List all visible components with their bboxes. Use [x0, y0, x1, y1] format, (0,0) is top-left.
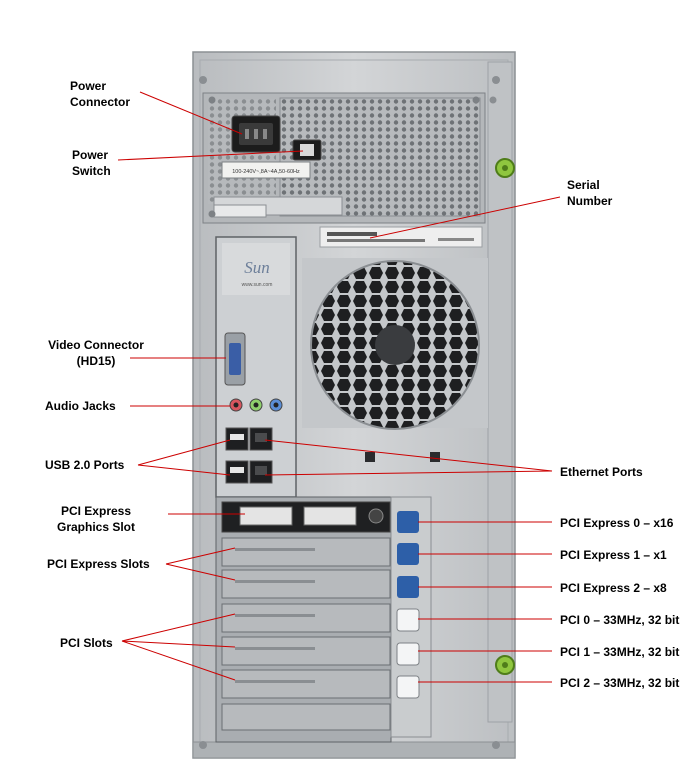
label-ethernet-ports: Ethernet Ports	[560, 465, 643, 479]
sun-url-text: www.sun.com	[242, 282, 273, 288]
callout-line-pci-slots-1	[121, 613, 236, 642]
label-power-connector-line1: Power	[70, 79, 107, 93]
callout-line-ethernet-upper	[264, 439, 553, 472]
label-power-switch-line1: Power	[72, 148, 109, 162]
ethernet-ports[interactable]	[249, 427, 273, 484]
pci2-badge	[396, 675, 420, 699]
callout-line-power-switch	[117, 150, 304, 161]
label-power-connector: Power Connector	[70, 78, 130, 110]
label-video-connector-line1: Video Connector	[48, 338, 144, 352]
pcie2-badge	[397, 576, 419, 598]
label-power-switch: Power Switch	[72, 147, 111, 179]
label-power-switch-line2: Switch	[72, 164, 111, 178]
callout-line-ethernet-lower	[264, 470, 553, 476]
green-thumbscrew-top[interactable]	[495, 158, 515, 178]
callout-line-usb-lower	[137, 464, 231, 476]
label-video-connector-line2: (HD15)	[76, 354, 116, 368]
label-usb-ports: USB 2.0 Ports	[45, 458, 125, 472]
label-pci1: PCI 1 – 33MHz, 32 bit	[560, 645, 680, 659]
label-power-connector-line2: Connector	[70, 95, 130, 109]
label-pci-slots: PCI Slots	[60, 636, 113, 650]
pci-express-slot-covers[interactable]	[221, 537, 391, 599]
label-video-connector: Video Connector (HD15)	[36, 337, 156, 369]
label-pcie1: PCI Express 1 – x1	[560, 548, 667, 562]
video-connector-hd15[interactable]	[224, 332, 246, 386]
serial-number-label	[319, 226, 483, 248]
callout-line-pci-slots-3	[121, 640, 236, 681]
power-connector[interactable]	[231, 115, 281, 153]
callout-lines	[117, 91, 561, 683]
pcie1-badge	[397, 543, 419, 565]
callout-line-serial-number	[369, 196, 561, 239]
usb-ports[interactable]	[225, 427, 249, 484]
power-supply	[202, 92, 486, 224]
label-serial-number-line2: Number	[567, 194, 613, 208]
label-pcie-graphics-slot: PCI Express Graphics Slot	[44, 503, 148, 535]
pcie0-badge	[397, 511, 419, 533]
label-pcie0: PCI Express 0 – x16	[560, 516, 674, 530]
label-audio-jacks: Audio Jacks	[45, 399, 116, 413]
label-pci2: PCI 2 – 33MHz, 32 bit	[560, 676, 680, 690]
psu-rating-label: 100-240V~,8A~4A,50-60Hz	[221, 161, 311, 179]
sun-logo-text: Sun	[244, 258, 270, 277]
callout-line-usb-upper	[137, 439, 231, 466]
psu-rating-text: 100-240V~,8A~4A,50-60Hz	[232, 169, 300, 175]
label-pcie-graphics-slot-line1: PCI Express	[60, 504, 132, 518]
callout-line-pci-slots-2	[121, 640, 236, 648]
label-serial-number: Serial Number	[567, 177, 612, 209]
pci1-badge	[396, 642, 420, 666]
green-thumbscrew-bottom[interactable]	[495, 655, 515, 675]
label-pcie2: PCI Express 2 – x8	[560, 581, 667, 595]
slot-badges	[396, 511, 420, 699]
power-switch[interactable]	[292, 139, 322, 161]
pci-express-graphics-slot[interactable]	[221, 501, 391, 533]
callout-line-pcie-slots-lower	[165, 563, 236, 581]
label-pcie-graphics-slot-line2: Graphics Slot	[56, 520, 136, 534]
callout-line-pcie-slots-upper	[165, 547, 236, 565]
audio-jacks[interactable]	[229, 398, 283, 412]
label-serial-number-line1: Serial	[567, 178, 600, 192]
label-pcie-slots: PCI Express Slots	[47, 557, 150, 571]
pci0-badge	[396, 608, 420, 632]
label-pci0: PCI 0 – 33MHz, 32 bit	[560, 613, 680, 627]
fan-grille	[302, 258, 488, 462]
callout-line-power-connector	[139, 91, 243, 135]
pci-slot-covers[interactable]	[221, 603, 391, 731]
